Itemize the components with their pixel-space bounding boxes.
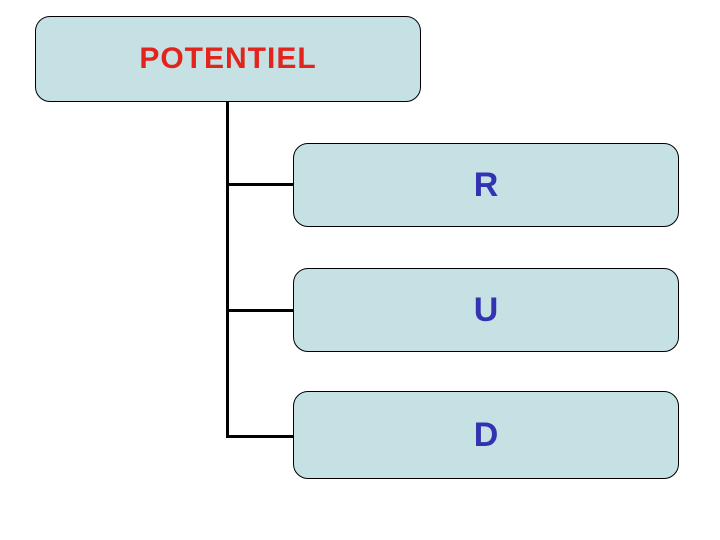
connector-branch-d bbox=[226, 435, 293, 438]
child-node-label: R bbox=[473, 165, 499, 204]
diagram-node-r: R bbox=[293, 143, 679, 227]
connector-branch-r bbox=[226, 183, 293, 186]
root-node-label: POTENTIEL bbox=[139, 42, 317, 75]
connector-vertical-trunk bbox=[226, 102, 229, 438]
child-node-label: D bbox=[473, 415, 499, 454]
connector-branch-u bbox=[226, 309, 293, 312]
diagram-node-d: D bbox=[293, 391, 679, 479]
child-node-label: U bbox=[473, 290, 499, 329]
diagram-node-root: POTENTIEL bbox=[35, 16, 421, 102]
diagram-node-u: U bbox=[293, 268, 679, 352]
